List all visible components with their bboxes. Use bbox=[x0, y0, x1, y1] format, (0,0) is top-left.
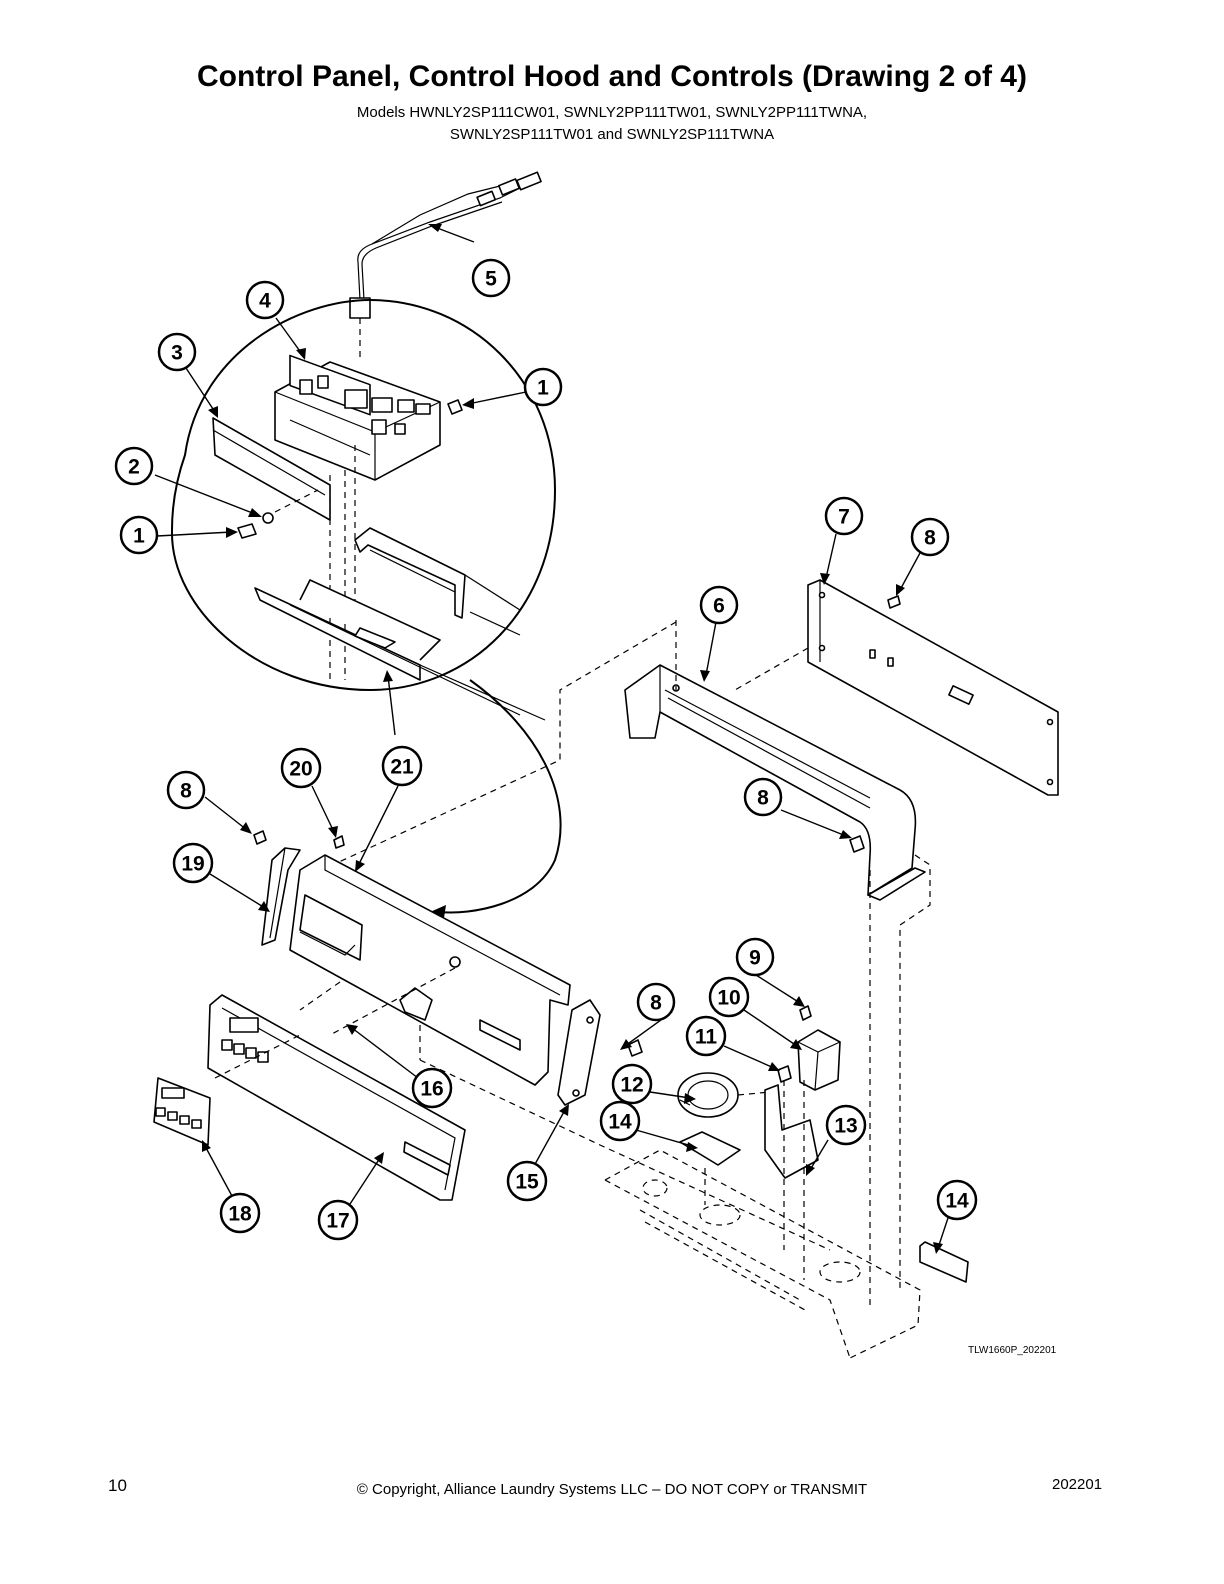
document-code: 202201 bbox=[1052, 1476, 1103, 1493]
svg-text:2: 2 bbox=[128, 456, 140, 479]
callout-1-bracket: 1 bbox=[119, 515, 159, 555]
svg-text:14: 14 bbox=[608, 1111, 632, 1134]
callout-8-backplate: 8 bbox=[910, 517, 950, 557]
switch-bracket bbox=[764, 1084, 819, 1179]
svg-text:8: 8 bbox=[757, 787, 769, 810]
keypad-label bbox=[153, 1034, 301, 1146]
callout-14-base: 14 bbox=[936, 1179, 978, 1221]
callout-5: 5 bbox=[471, 258, 511, 298]
callout-18: 18 bbox=[219, 1192, 261, 1234]
svg-text:8: 8 bbox=[924, 527, 936, 550]
models-line-1: Models HWNLY2SP111CW01, SWNLY2PP111TW01,… bbox=[356, 104, 868, 121]
callout-15: 15 bbox=[506, 1160, 548, 1202]
control-board bbox=[274, 354, 441, 680]
drawing-code: TLW1660P_202201 bbox=[968, 1345, 1057, 1356]
svg-text:15: 15 bbox=[515, 1171, 539, 1194]
callout-19: 19 bbox=[172, 842, 214, 884]
callout-14-switch: 14 bbox=[599, 1100, 641, 1142]
svg-text:7: 7 bbox=[838, 506, 850, 529]
callout-6: 6 bbox=[699, 585, 739, 625]
page-number: 10 bbox=[108, 1476, 127, 1495]
selector-switch bbox=[677, 1072, 771, 1118]
detail-magnifier bbox=[170, 298, 562, 918]
svg-text:9: 9 bbox=[749, 947, 761, 970]
callout-11: 11 bbox=[685, 1015, 727, 1057]
svg-text:18: 18 bbox=[228, 1203, 252, 1226]
svg-text:6: 6 bbox=[713, 595, 725, 618]
wire-harness bbox=[349, 171, 542, 360]
callout-17: 17 bbox=[317, 1199, 359, 1241]
callout-16: 16 bbox=[411, 1067, 453, 1109]
svg-text:16: 16 bbox=[420, 1078, 443, 1101]
leader-lines bbox=[154, 224, 949, 1254]
callout-3: 3 bbox=[157, 332, 197, 372]
hood-screw bbox=[849, 835, 931, 1310]
svg-text:10: 10 bbox=[717, 987, 740, 1010]
callout-9: 9 bbox=[735, 937, 775, 977]
warning-labels bbox=[679, 1131, 969, 1283]
svg-text:1: 1 bbox=[133, 525, 145, 548]
callout-7: 7 bbox=[824, 496, 864, 536]
console-base bbox=[604, 1149, 921, 1359]
callout-2: 2 bbox=[114, 446, 154, 486]
svg-text:20: 20 bbox=[289, 758, 312, 781]
svg-text:13: 13 bbox=[834, 1115, 857, 1138]
svg-text:19: 19 bbox=[181, 853, 204, 876]
end-cap-right bbox=[557, 999, 601, 1106]
relay bbox=[777, 1005, 841, 1280]
svg-text:1: 1 bbox=[537, 377, 549, 400]
screw-washer bbox=[237, 399, 463, 539]
models-line-2: SWNLY2SP111TW01 and SWNLY2SP111TWNA bbox=[449, 126, 775, 143]
panel-screws bbox=[253, 830, 643, 1057]
page-title: Control Panel, Control Hood and Controls… bbox=[197, 60, 1027, 93]
callout-13: 13 bbox=[825, 1104, 867, 1146]
overlay-panel bbox=[207, 994, 466, 1201]
callout-8-left: 8 bbox=[166, 770, 206, 810]
callout-8-hood: 8 bbox=[743, 777, 783, 817]
svg-text:11: 11 bbox=[695, 1026, 718, 1049]
callout-4: 4 bbox=[245, 280, 285, 320]
callout-10: 10 bbox=[708, 976, 750, 1018]
mounting-bracket bbox=[212, 417, 331, 521]
svg-text:8: 8 bbox=[180, 780, 192, 803]
callout-12: 12 bbox=[611, 1063, 653, 1105]
svg-text:8: 8 bbox=[650, 992, 662, 1015]
callout-20: 20 bbox=[280, 747, 322, 789]
control-panel bbox=[289, 854, 831, 1251]
callout-1-board: 1 bbox=[523, 367, 563, 407]
svg-text:14: 14 bbox=[945, 1190, 969, 1213]
callout-21: 21 bbox=[381, 745, 423, 787]
svg-text:3: 3 bbox=[171, 342, 183, 365]
end-cap-left bbox=[261, 847, 301, 946]
svg-text:12: 12 bbox=[620, 1074, 643, 1097]
svg-text:17: 17 bbox=[326, 1210, 349, 1233]
copyright-notice: © Copyright, Alliance Laundry Systems LL… bbox=[356, 1481, 868, 1498]
callout-8-right: 8 bbox=[636, 982, 676, 1022]
panel-detail bbox=[254, 527, 546, 721]
svg-text:21: 21 bbox=[390, 756, 414, 779]
svg-text:4: 4 bbox=[259, 290, 271, 313]
svg-text:5: 5 bbox=[485, 268, 497, 291]
control-hood bbox=[299, 620, 926, 901]
back-plate bbox=[734, 579, 1059, 796]
